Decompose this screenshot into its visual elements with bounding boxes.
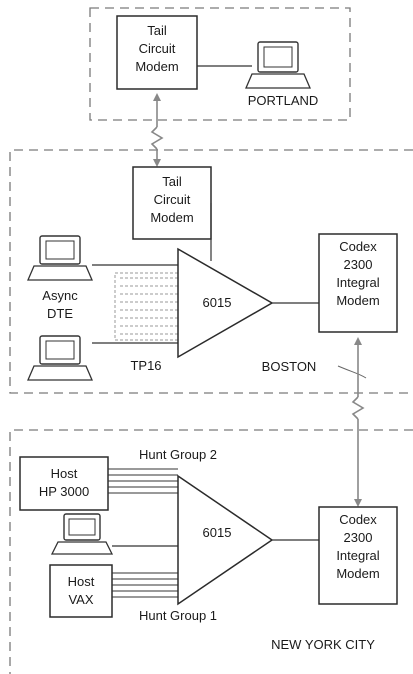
hunt-group-1-lines: [112, 572, 178, 598]
host-hp3000-box: [19, 456, 109, 511]
hunt-group-2-label: Hunt Group 2: [138, 447, 218, 462]
portland-site-border: [89, 7, 351, 121]
portland-modem-line1: Tail: [147, 23, 167, 38]
boston-tail-modem-line1: Tail: [162, 174, 182, 189]
async-dte-line1: Async: [42, 288, 78, 303]
tp16-port-bank: [114, 272, 179, 341]
boston-tail-modem-line2: Circuit: [153, 192, 191, 207]
boston-codex-line4: Modem: [336, 293, 380, 308]
newyork-codex-line2: 2300: [343, 530, 373, 545]
boston-label-pointer: [337, 365, 367, 379]
boston-tail-modem-label: Tail Circuit Modem: [133, 173, 211, 227]
boston-codex-label: Codex 2300 Integral Modem: [319, 238, 397, 310]
tp16-label: TP16: [130, 358, 162, 373]
portland-modem-line2: Circuit: [138, 41, 176, 56]
boston-codex-line1: Codex: [339, 239, 377, 254]
hunt-group-2-lines: [108, 468, 178, 494]
portland-modem-box: [116, 15, 198, 90]
boston-newyork-link-zigzag: [351, 396, 365, 420]
newyork-codex-line4: Modem: [336, 566, 380, 581]
newyork-mux-label: 6015: [202, 525, 232, 540]
async-dte-line2: DTE: [47, 306, 73, 321]
newyork-codex-box: [318, 506, 398, 605]
host-vax-line2: VAX: [68, 592, 94, 607]
host-hp3000-label: Host HP 3000: [20, 465, 108, 501]
terminal-icon: [27, 335, 93, 381]
boston-codex-box: [318, 233, 398, 333]
boston-tail-modem-line3: Modem: [150, 210, 194, 225]
hunt-group-1-label: Hunt Group 1: [138, 608, 218, 623]
portland-city-label: PORTLAND: [247, 93, 319, 108]
boston-mux-label: 6015: [202, 295, 232, 310]
host-vax-line1: Host: [67, 574, 95, 589]
host-hp3000-line1: Host: [50, 466, 78, 481]
boston-codex-line2: 2300: [343, 257, 373, 272]
async-dte-label: Async DTE: [20, 287, 100, 323]
portland-boston-link-zigzag: [150, 126, 164, 150]
boston-mux-triangle: [177, 247, 274, 359]
terminal-icon: [27, 235, 93, 281]
terminal-icon: [50, 513, 114, 555]
newyork-codex-label: Codex 2300 Integral Modem: [319, 511, 397, 583]
portland-modem-label: Tail Circuit Modem: [117, 22, 197, 76]
newyork-city-label: NEW YORK CITY: [271, 637, 375, 652]
host-hp3000-line2: HP 3000: [38, 484, 90, 499]
host-vax-label: Host VAX: [50, 573, 112, 609]
terminal-icon: [245, 41, 311, 89]
host-vax-box: [49, 564, 113, 618]
boston-site-border: [9, 149, 413, 394]
portland-modem-line3: Modem: [135, 59, 179, 74]
boston-codex-line3: Integral: [336, 275, 380, 290]
boston-city-label: BOSTON: [261, 359, 317, 374]
newyork-codex-line1: Codex: [339, 512, 377, 527]
newyork-codex-line3: Integral: [336, 548, 380, 563]
newyork-mux-triangle: [177, 474, 274, 606]
